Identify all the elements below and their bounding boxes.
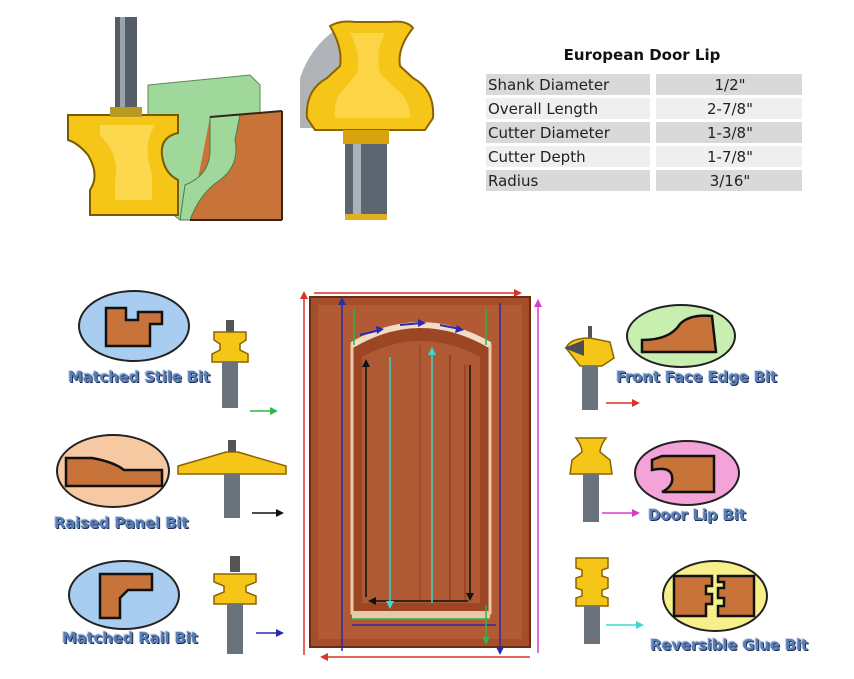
matched-stile-bit-label: Matched Stile Bit xyxy=(68,368,210,386)
cabinet-door-diagram xyxy=(300,289,542,661)
reversible-glue-bit-label: Reversible Glue Bit xyxy=(650,636,808,654)
spec-label: Cutter Diameter xyxy=(486,122,650,143)
door-lip-bit-cut-illustration xyxy=(67,17,283,221)
wood-profile-icon xyxy=(64,456,164,488)
spec-value: 1/2" xyxy=(656,74,802,95)
spec-label: Overall Length xyxy=(486,98,650,119)
door-lip-small-router-bit-icon xyxy=(569,437,613,522)
wood-profile-icon xyxy=(672,574,756,618)
front-face-edge-router-bit-icon xyxy=(564,326,615,410)
arrow-icon xyxy=(606,621,644,629)
wood-profile-icon xyxy=(98,572,154,620)
raised-panel-bit-label: Raised Panel Bit xyxy=(54,514,189,532)
arrow-icon xyxy=(606,399,640,407)
arrow-icon xyxy=(250,407,278,415)
spec-value: 1-7/8" xyxy=(656,146,802,167)
arrow-icon xyxy=(252,509,284,517)
door-lip-bit-label: Door Lip Bit xyxy=(648,506,746,524)
table-row: Radius 3/16" xyxy=(486,170,802,191)
matched-rail-bit-label: Matched Rail Bit xyxy=(62,629,198,647)
spec-title: European Door Lip xyxy=(563,46,721,64)
table-row: Shank Diameter 1/2" xyxy=(486,74,802,95)
matched-stile-router-bit-icon xyxy=(211,320,249,408)
door-lip-router-bit-icon xyxy=(300,20,435,220)
wood-profile-icon xyxy=(104,306,164,348)
reversible-glue-router-bit-icon xyxy=(575,557,609,644)
table-row: Cutter Diameter 1-3/8" xyxy=(486,122,802,143)
wood-profile-icon xyxy=(650,454,716,494)
spec-label: Cutter Depth xyxy=(486,146,650,167)
spec-value: 3/16" xyxy=(656,170,802,191)
table-row: Cutter Depth 1-7/8" xyxy=(486,146,802,167)
matched-rail-router-bit-icon xyxy=(213,556,257,654)
spec-value: 1-3/8" xyxy=(656,122,802,143)
arrow-icon xyxy=(256,629,284,637)
spec-value: 2-7/8" xyxy=(656,98,802,119)
wood-profile-icon xyxy=(640,314,718,354)
table-row: Overall Length 2-7/8" xyxy=(486,98,802,119)
front-face-edge-bit-label: Front Face Edge Bit xyxy=(616,368,777,386)
spec-table: Shank Diameter 1/2" Overall Length 2-7/8… xyxy=(486,71,802,194)
raised-panel-router-bit-icon xyxy=(177,440,287,518)
spec-label: Radius xyxy=(486,170,650,191)
spec-label: Shank Diameter xyxy=(486,74,650,95)
arrow-icon xyxy=(602,509,640,517)
